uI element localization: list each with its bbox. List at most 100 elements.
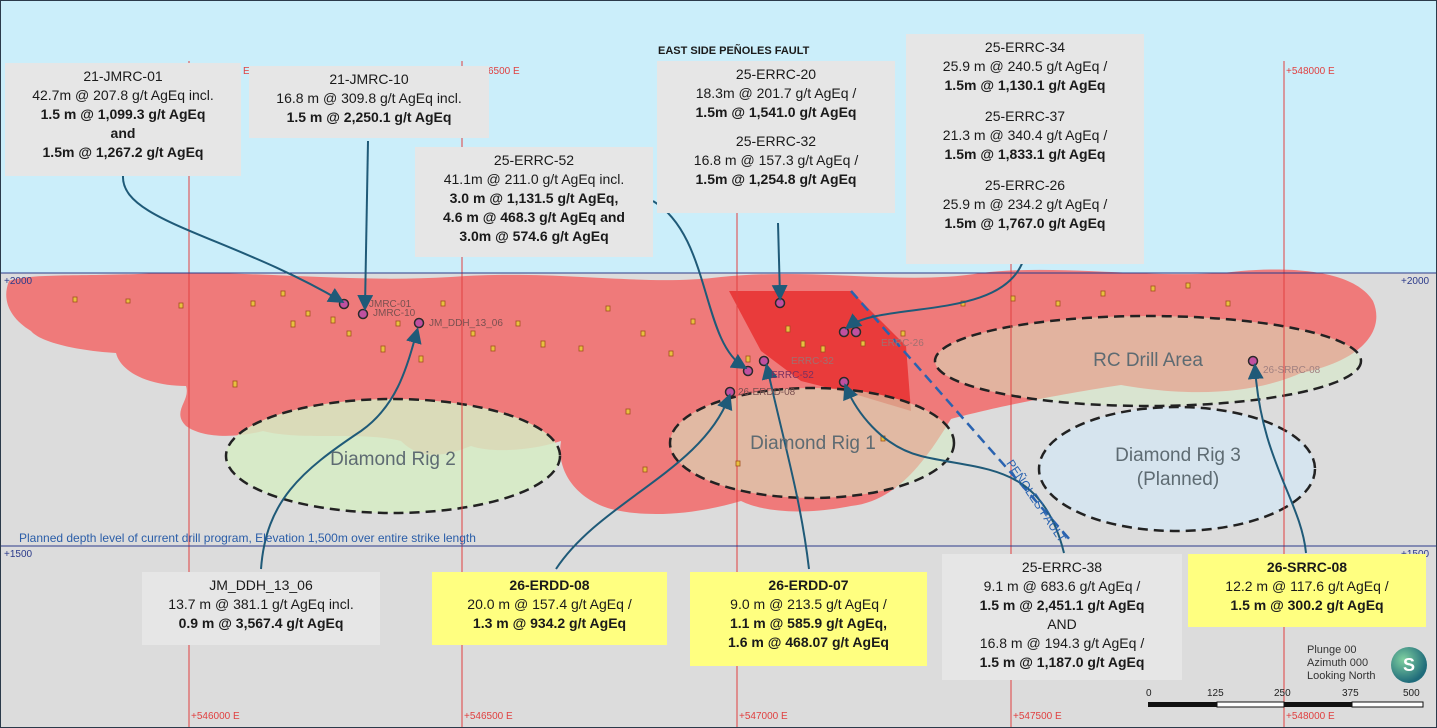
callout-25-errc-20-32: 25-ERRC-20 18.3m @ 201.7 g/t AgEq / 1.5m… bbox=[657, 61, 895, 213]
hole-label: JM_DDH_13_06 bbox=[429, 318, 503, 329]
zone-diamond-rig-3 bbox=[1037, 405, 1317, 533]
callout-26-erdd-08: 26-ERDD-08 20.0 m @ 157.4 g/t AgEq / 1.3… bbox=[432, 572, 667, 645]
callout-bold-line: 3.0m @ 574.6 g/t AgEq bbox=[459, 228, 609, 244]
fault-block bbox=[729, 291, 911, 411]
callout-line: AND bbox=[1047, 616, 1077, 632]
zone-label-rig-3-line1: Diamond Rig 3 bbox=[1115, 445, 1241, 466]
callout-title: 21-JMRC-01 bbox=[83, 68, 163, 84]
easting-label: +548000 E bbox=[1286, 711, 1335, 722]
callout-bold-line: 4.6 m @ 468.3 g/t AgEq and bbox=[443, 209, 625, 225]
callout-line: 42.7m @ 207.8 g/t AgEq incl. bbox=[32, 87, 214, 103]
callout-title: 25-ERRC-20 bbox=[735, 66, 817, 82]
easting-label: +547500 E bbox=[1013, 711, 1062, 722]
easting-label-top: +548000 E bbox=[1286, 66, 1335, 77]
callout-bold-line: 1.5m @ 1,254.8 g/t AgEq bbox=[695, 171, 857, 187]
callout-bold-line: 1.5 m @ 2,451.1 g/t AgEq bbox=[979, 597, 1145, 613]
callout-bold-line: 1.5m @ 1,267.2 g/t AgEq bbox=[42, 144, 204, 160]
callout-25-errc-52: 25-ERRC-52 41.1m @ 211.0 g/t AgEq incl. … bbox=[415, 147, 653, 257]
elevation-gridlines bbox=[1, 272, 1436, 547]
callout-bold-line: 1.6 m @ 468.07 g/t AgEq bbox=[728, 634, 889, 650]
callout-line: 9.0 m @ 213.5 g/t AgEq / bbox=[730, 596, 887, 612]
callout-title: 25-ERRC-34 bbox=[984, 39, 1066, 55]
zone-label-rig-1: Diamond Rig 1 bbox=[750, 433, 876, 454]
callout-title: 25-ERRC-32 bbox=[735, 133, 817, 149]
callout-bold-line: 1.3 m @ 934.2 g/t AgEq bbox=[472, 615, 627, 631]
easting-label: +547000 E bbox=[739, 711, 788, 722]
zone-label-rig-3-line2: (Planned) bbox=[1136, 469, 1220, 490]
callout-title: 25-ERRC-37 bbox=[984, 108, 1066, 124]
callout-title: 26-ERDD-08 bbox=[509, 577, 590, 593]
elevation-label-top-right: +2000 bbox=[1401, 276, 1430, 287]
callout-line: 16.8 m @ 157.3 g/t AgEq / bbox=[693, 152, 859, 168]
callout-25-errc-38: 25-ERRC-38 9.1 m @ 683.6 g/t AgEq / 1.5 … bbox=[942, 554, 1182, 680]
callout-line: 16.8 m @ 194.3 g/t AgEq / bbox=[979, 635, 1145, 651]
callout-25-errc-34-37-26: 25-ERRC-34 25.9 m @ 240.5 g/t AgEq / 1.5… bbox=[906, 34, 1144, 264]
callout-bold-line: 1.5m @ 1,833.1 g/t AgEq bbox=[944, 146, 1106, 162]
callout-bold-line: 1.5m @ 1,130.1 g/t AgEq bbox=[944, 77, 1106, 93]
elevation-label-top: +2000 bbox=[4, 276, 33, 287]
callout-bold-line: 1.5 m @ 2,250.1 g/t AgEq bbox=[286, 109, 452, 125]
zone-label-rig-3: Diamond Rig 3 (Planned) bbox=[1086, 444, 1270, 492]
company-logo-icon: S bbox=[1391, 647, 1427, 683]
view-info: Plunge 00 Azimuth 000 Looking North bbox=[1307, 644, 1376, 683]
callout-title: 25-ERRC-26 bbox=[984, 177, 1066, 193]
scale-bar bbox=[1148, 701, 1424, 708]
view-plunge: Plunge 00 bbox=[1307, 644, 1357, 656]
sample-markers bbox=[72, 282, 1231, 473]
callout-26-erdd-07: 26-ERDD-07 9.0 m @ 213.5 g/t AgEq / 1.1 … bbox=[690, 572, 927, 666]
callout-line: 41.1m @ 211.0 g/t AgEq incl. bbox=[443, 171, 625, 187]
callout-line: 25.9 m @ 240.5 g/t AgEq / bbox=[942, 58, 1108, 74]
callout-bold-line: and bbox=[110, 125, 136, 141]
callout-bold-line: 1.5m @ 1,541.0 g/t AgEq bbox=[695, 104, 857, 120]
callout-line: 16.8 m @ 309.8 g/t AgEq incl. bbox=[276, 90, 462, 106]
callout-leaders bbox=[121, 140, 1307, 570]
callout-title: 26-SRRC-08 bbox=[1266, 559, 1348, 575]
easting-label: +546000 E bbox=[191, 711, 240, 722]
view-azimuth: Azimuth 000 bbox=[1307, 657, 1369, 669]
zone-label-rig-2: Diamond Rig 2 bbox=[330, 449, 456, 470]
callout-title: 25-ERRC-52 bbox=[493, 152, 575, 168]
easting-label-top: E bbox=[243, 66, 250, 77]
callout-bold-line: 3.0 m @ 1,131.5 g/t AgEq, bbox=[449, 190, 619, 206]
scale-tick: 0 bbox=[1146, 688, 1152, 699]
view-looking: Looking North bbox=[1307, 670, 1376, 682]
callout-line: 9.1 m @ 683.6 g/t AgEq / bbox=[983, 578, 1141, 594]
hole-label: JMRC-10 bbox=[373, 308, 416, 319]
zone-diamond-rig-1 bbox=[668, 386, 956, 500]
callout-21-jmrc-10: 21-JMRC-10 16.8 m @ 309.8 g/t AgEq incl.… bbox=[249, 66, 489, 138]
penoles-fault-line bbox=[850, 290, 1072, 542]
easting-label: +546500 E bbox=[464, 711, 513, 722]
callout-jm-ddh-13-06: JM_DDH_13_06 13.7 m @ 381.1 g/t AgEq inc… bbox=[142, 572, 380, 645]
callout-line: 13.7 m @ 381.1 g/t AgEq incl. bbox=[168, 596, 354, 612]
elevation-label-bottom: +1500 bbox=[4, 549, 33, 560]
zone-rc-drill-area bbox=[933, 314, 1363, 408]
zone-label-rc: RC Drill Area bbox=[1093, 350, 1203, 371]
scale-tick: 250 bbox=[1274, 688, 1291, 699]
callout-line: 20.0 m @ 157.4 g/t AgEq / bbox=[467, 596, 632, 612]
callout-title: JM_DDH_13_06 bbox=[209, 577, 313, 593]
callout-bold-line: 1.5m @ 1,767.0 g/t AgEq bbox=[944, 215, 1106, 231]
callout-bold-line: 1.5 m @ 1,099.3 g/t AgEq bbox=[40, 106, 206, 122]
hole-label: 26-SRRC-08 bbox=[1263, 365, 1321, 376]
planned-depth-note: Planned depth level of current drill pro… bbox=[19, 531, 476, 545]
callout-bold-line: 1.1 m @ 585.9 g/t AgEq, bbox=[729, 615, 888, 631]
callout-line: 18.3m @ 201.7 g/t AgEq / bbox=[695, 85, 857, 101]
hole-label: ERRC-32 bbox=[791, 356, 834, 367]
callout-21-jmrc-01: 21-JMRC-01 42.7m @ 207.8 g/t AgEq incl. … bbox=[5, 63, 241, 176]
callout-line: 12.2 m @ 117.6 g/t AgEq / bbox=[1225, 578, 1389, 594]
fault-title: EAST SIDE PEÑOLES FAULT bbox=[658, 45, 810, 57]
callout-bold-line: 1.5 m @ 1,187.0 g/t AgEq bbox=[979, 654, 1145, 670]
callout-bold-line: 0.9 m @ 3,567.4 g/t AgEq bbox=[178, 615, 344, 631]
zone-diamond-rig-2 bbox=[224, 397, 562, 515]
hole-label: ERRC-52 bbox=[771, 370, 814, 381]
hole-label: JMRC-01 bbox=[369, 299, 412, 310]
scale-tick: 500 bbox=[1403, 688, 1420, 699]
callout-line: 25.9 m @ 234.2 g/t AgEq / bbox=[942, 196, 1108, 212]
hole-label: ERRC-26 bbox=[881, 338, 924, 349]
scale-tick: 125 bbox=[1207, 688, 1224, 699]
callout-title: 26-ERDD-07 bbox=[768, 577, 849, 593]
callout-title: 21-JMRC-10 bbox=[329, 71, 409, 87]
callout-26-srrc-08: 26-SRRC-08 12.2 m @ 117.6 g/t AgEq / 1.5… bbox=[1188, 554, 1426, 627]
